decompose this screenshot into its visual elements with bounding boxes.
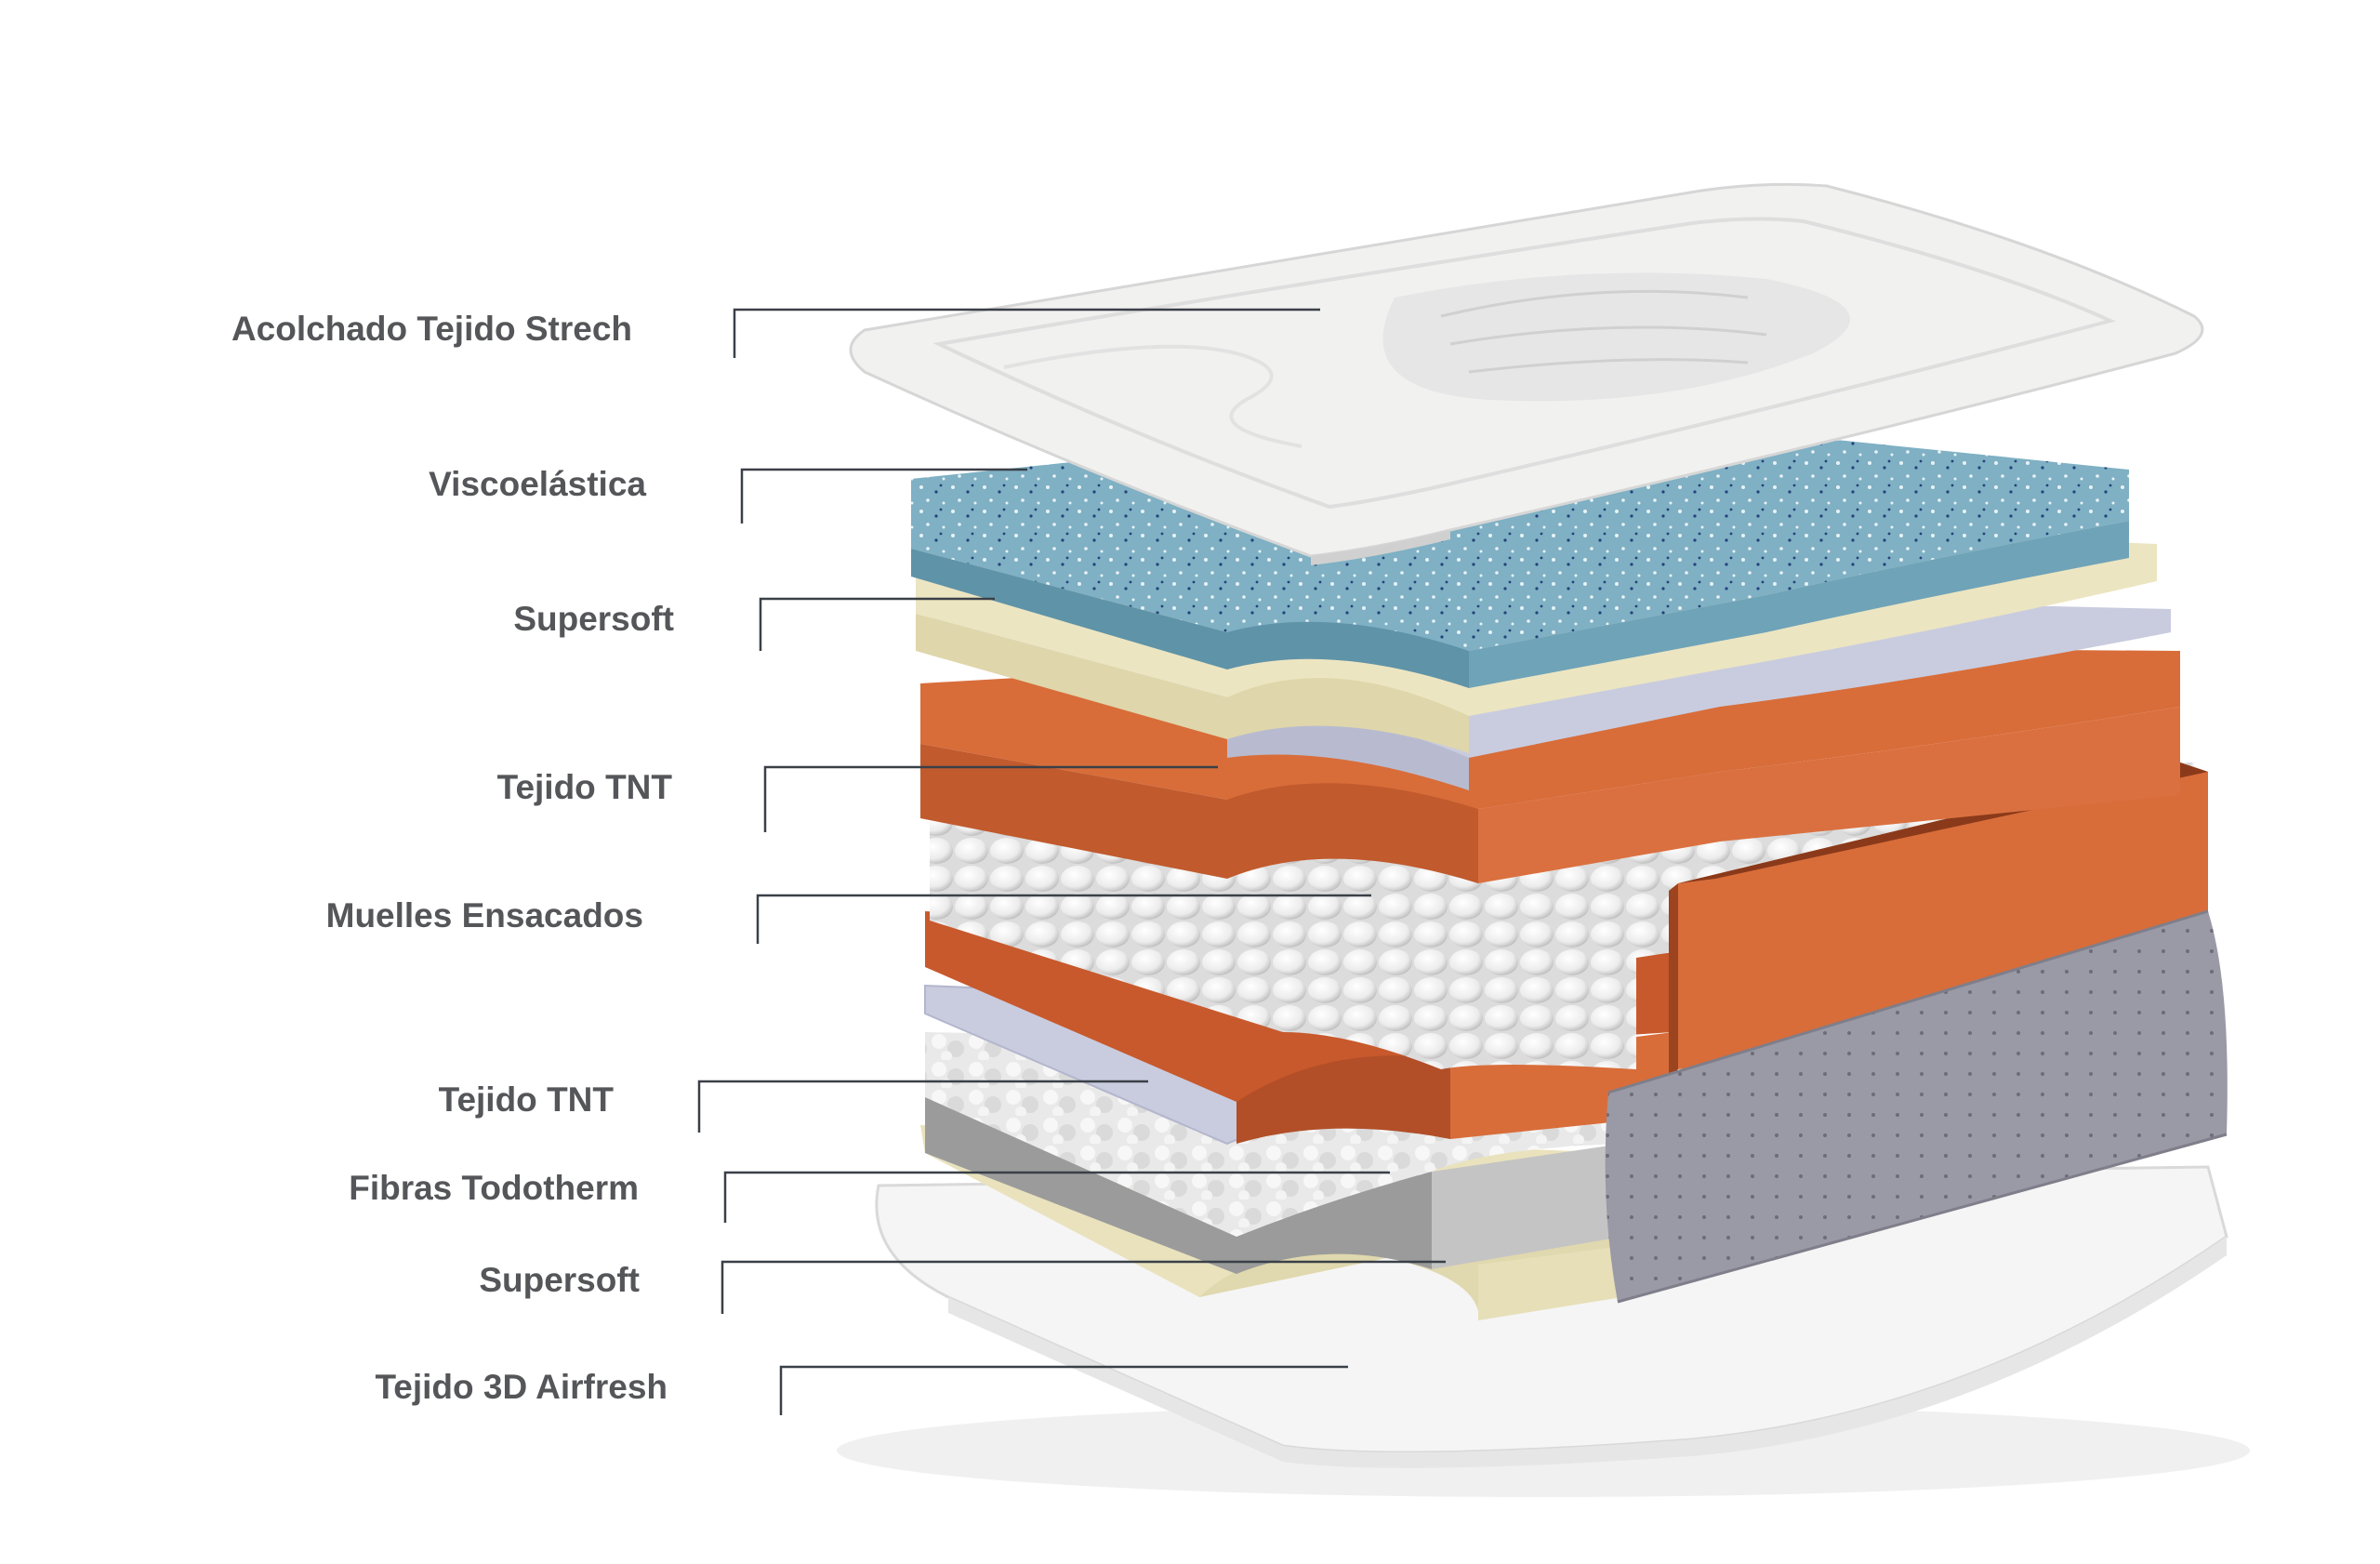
side-fabric-panel	[1605, 909, 2228, 1304]
label-muelles: Muelles Ensacados	[325, 896, 643, 934]
leader-line-fibras	[723, 1171, 1390, 1223]
leader-line-tnt-bottom	[697, 1080, 1148, 1133]
leader-line-muelles	[756, 894, 1371, 944]
leader-line-acolchado	[733, 308, 1320, 358]
leader-line-tnt-top	[763, 765, 1218, 832]
leader-line-supersoft-bottom	[721, 1260, 1446, 1314]
label-fibras: Fibras Todotherm	[349, 1169, 639, 1207]
label-airfresh: Tejido 3D Airfresh	[375, 1368, 668, 1406]
label-tnt-top: Tejido TNT	[496, 768, 672, 806]
label-acolchado: Acolchado Tejido Strech	[231, 310, 632, 348]
label-tnt-bottom: Tejido TNT	[438, 1080, 614, 1119]
label-supersoft-bottom: Supersoft	[479, 1261, 640, 1299]
label-visco: Viscoelástica	[429, 465, 646, 503]
leader-lines	[697, 308, 1446, 1415]
layer-acolchado-shape	[849, 182, 2204, 565]
label-supersoft-top: Supersoft	[513, 600, 674, 638]
leader-line-supersoft-top	[759, 597, 995, 651]
leader-line-visco	[740, 468, 1027, 524]
leader-line-airfresh	[779, 1365, 1348, 1415]
